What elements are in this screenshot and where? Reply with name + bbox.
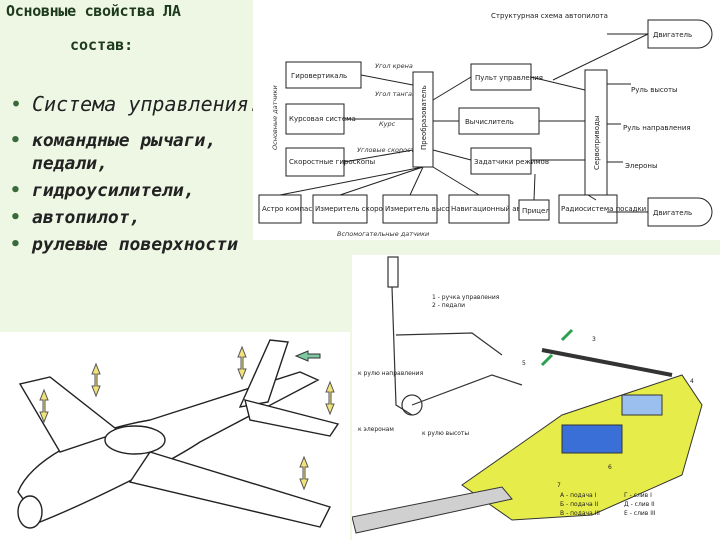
control-surface-arrows	[39, 345, 335, 491]
block-servo-text: Сервоприводы	[593, 116, 601, 170]
bullet-item: •автопилот,	[10, 207, 141, 228]
slide-title: Основные свойства ЛА	[6, 2, 181, 20]
block-speed-meter	[312, 194, 368, 224]
bullet-item: •командные рычаги, педали,	[10, 130, 217, 174]
bullet-list: •Система управления: •командные рычаги, …	[6, 92, 296, 260]
block-control-panel-text: Пульт управления	[475, 74, 543, 82]
label-5: 5	[522, 360, 526, 367]
block-engine-bottom-text: Двигатель	[653, 209, 692, 217]
block-nav-automat-text: Навигационный автомат	[451, 205, 543, 213]
legend-2: 2 - педали	[432, 302, 465, 309]
engine-bottom-shape	[647, 197, 713, 227]
block-course-system-text: Курсовая система	[289, 115, 356, 123]
autopilot-diagram: Структурная схема автопилота Основные да…	[253, 0, 720, 240]
ailerons-label: Элероны	[625, 162, 658, 170]
rudder-label: Руль направления	[623, 124, 691, 132]
block-mode-setter	[470, 147, 532, 175]
block-converter-text: Преобразователь	[420, 85, 428, 150]
caption-aileron: к элеронам	[358, 426, 394, 433]
aircraft-outline	[17, 339, 340, 529]
block-gyro-vertical	[285, 61, 362, 89]
label-3: 3	[592, 336, 596, 343]
block-altitude-meter-text: Измеритель высоты	[385, 205, 459, 213]
block-astro-compass	[258, 194, 302, 224]
bullet-item: •гидроусилители,	[10, 180, 195, 201]
control-column	[387, 256, 523, 416]
engine-top-shape	[647, 19, 713, 49]
label-7: 7	[557, 482, 561, 489]
block-altitude-meter	[382, 194, 438, 224]
block-mode-setter-text: Задатчики режимов	[474, 158, 549, 166]
main-sensors-label: Основные датчики	[271, 85, 279, 150]
mechanism-drawing-svg: 1 - ручка управления 2 - педали к рулю н…	[351, 256, 703, 534]
bullet-item: • рулевые поверхности	[10, 234, 238, 255]
legend-1: 1 - ручка управления	[432, 294, 500, 301]
block-course-system	[285, 103, 345, 135]
legend-line: В - подача III	[560, 510, 600, 517]
mechanism-drawing: 1 - ручка управления 2 - педали к рулю н…	[351, 255, 720, 540]
diagram-heading: Структурная схема автопилота	[491, 12, 608, 20]
aircraft-drawing	[0, 332, 350, 540]
legend-line: Д - слив II	[624, 501, 655, 508]
block-radio-landing	[558, 194, 618, 224]
block-rate-gyros-text: Скоростные гироскопы	[289, 158, 375, 166]
block-rate-gyros	[285, 147, 345, 177]
slide-subtitle: состав:	[70, 36, 134, 54]
legend-line: Е - слив III	[624, 510, 656, 517]
pitch-angle-label: Угол тангажа	[375, 90, 422, 98]
legend-line: Г - слив I	[624, 492, 652, 499]
rudder-arrow	[294, 350, 321, 362]
block-speed-meter-text: Измеритель скорости	[315, 205, 395, 213]
block-astro-compass-text: Астро компас	[262, 205, 312, 213]
legend-line: А - подача I	[560, 492, 597, 499]
aircraft-drawing-svg	[17, 339, 340, 529]
diagram-connectors	[279, 33, 649, 213]
label-4: 4	[690, 378, 694, 385]
elevator-label: Руль высоты	[631, 86, 678, 94]
block-gyro-vertical-text: Гировертикаль	[291, 72, 347, 80]
label-6: 6	[608, 464, 612, 471]
block-radio-landing-text: Радиосистема посадки	[561, 205, 646, 213]
bank-angle-label: Угол крена	[375, 62, 413, 70]
caption-rudder: к рулю направления	[358, 370, 424, 377]
block-engine-top-text: Двигатель	[653, 31, 692, 39]
hydraulic-booster	[351, 328, 703, 534]
aux-sensors-label: Вспомогательные датчики	[337, 230, 429, 238]
autopilot-diagram-svg: Структурная схема автопилота Основные да…	[258, 12, 713, 238]
block-nav-automat	[448, 194, 510, 224]
course-label: Курс	[379, 120, 396, 128]
block-sight-text: Прицел	[522, 207, 550, 215]
bullet-item: •Система управления:	[10, 92, 261, 116]
caption-elevator: к рулю высоты	[422, 430, 469, 437]
angular-rates-label: Угловые скорости	[357, 146, 419, 154]
legend-line: Б - подача II	[560, 501, 598, 508]
block-computer-text: Вычислитель	[465, 118, 514, 126]
